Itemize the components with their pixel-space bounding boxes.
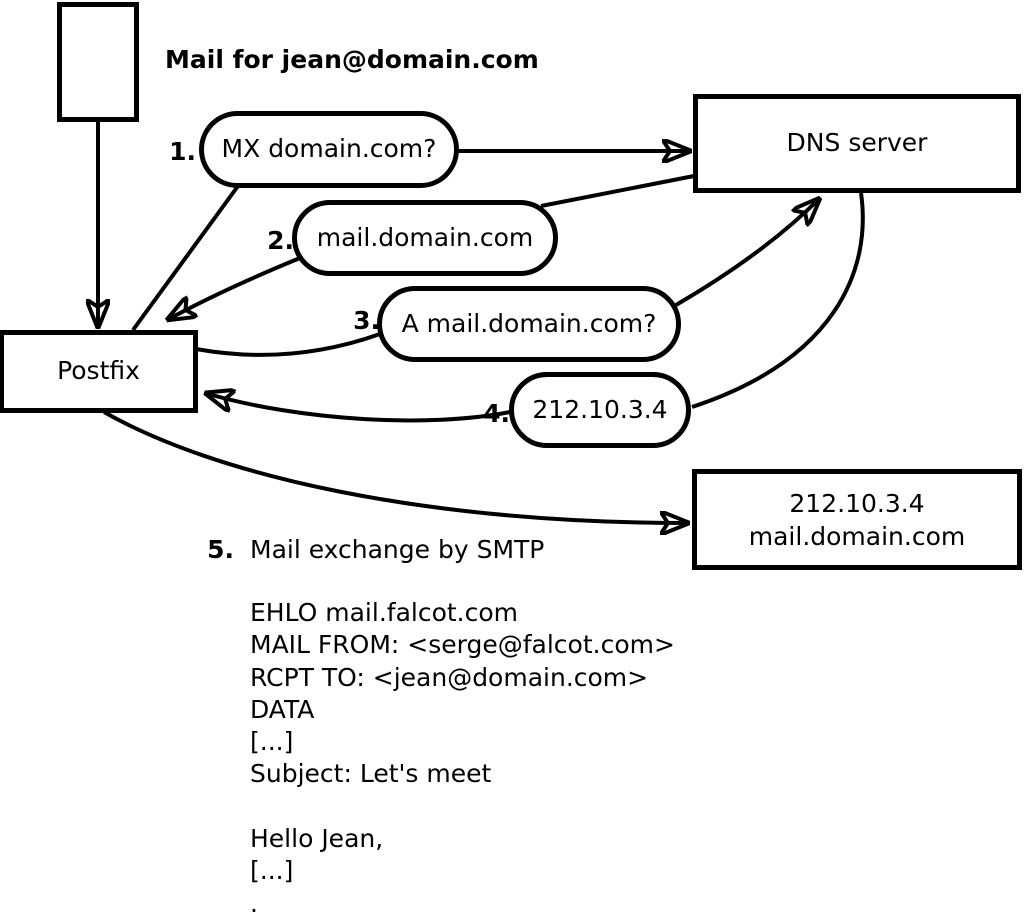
diagram-title: Mail for jean@domain.com [165,45,539,74]
pill-a-query: A mail.domain.com? [377,286,681,362]
pill-mx-answer-label: mail.domain.com [316,222,534,252]
mail-server-node: 212.10.3.4 mail.domain.com [692,469,1022,570]
dns-server-node: DNS server [693,94,1021,193]
step-5-label: Mail exchange by SMTP [250,535,545,564]
pill-mx-query-label: MX domain.com? [221,134,437,164]
pill-mx-query: MX domain.com? [199,111,459,188]
arrow-postfix-to-mail-server [103,410,689,523]
postfix-node: Postfix [0,330,198,413]
postfix-label: Postfix [57,356,140,386]
mail-server-hostname: mail.domain.com [748,521,966,551]
mail-server-ip: 212.10.3.4 [789,488,925,518]
smtp-session-transcript: EHLO mail.falcot.com MAIL FROM: <serge@f… [250,598,675,918]
pill-a-answer: 212.10.3.4 [509,372,691,448]
pill-a-query-label: A mail.domain.com? [401,308,657,338]
step-number-2: 2. [267,226,294,255]
pill-a-answer-label: 212.10.3.4 [532,394,668,424]
step-number-5: 5. [207,535,234,564]
arrow-a-query-to-dns [674,198,820,307]
line-dns-to-a-answer [691,192,865,409]
dns-server-label: DNS server [786,128,928,158]
step-number-4: 4. [483,399,510,428]
pill-mx-answer: mail.domain.com [292,200,558,276]
arrow-a-answer-to-postfix [205,393,511,423]
mail-message-icon [57,2,139,122]
line-postfix-to-a-query [195,332,381,357]
step-number-1: 1. [169,137,196,166]
arrow-mx-answer-to-postfix [167,256,301,320]
step-number-3: 3. [353,306,380,335]
line-dns-to-mx-answer [540,174,695,208]
line-postfix-to-mx-query [131,184,240,332]
